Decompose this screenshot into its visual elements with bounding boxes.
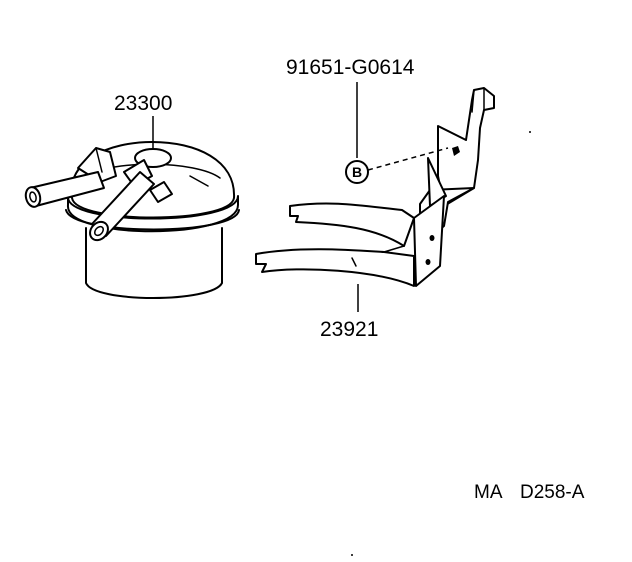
fuel-filter [24, 141, 240, 299]
label-23300: 23300 [114, 92, 172, 115]
label-91651-G0614: 91651-G0614 [286, 56, 415, 79]
figure-code-number: D258-A [520, 482, 585, 503]
ref-letter-B: B [352, 164, 362, 180]
figure-code-prefix: MA [474, 482, 503, 503]
scan-dot [351, 554, 353, 556]
bolt-position-dashed-line [367, 147, 449, 171]
ref-circle-B [345, 160, 369, 184]
mounting-bracket [255, 87, 495, 287]
label-23921: 23921 [320, 318, 378, 341]
scan-dot [529, 131, 531, 133]
